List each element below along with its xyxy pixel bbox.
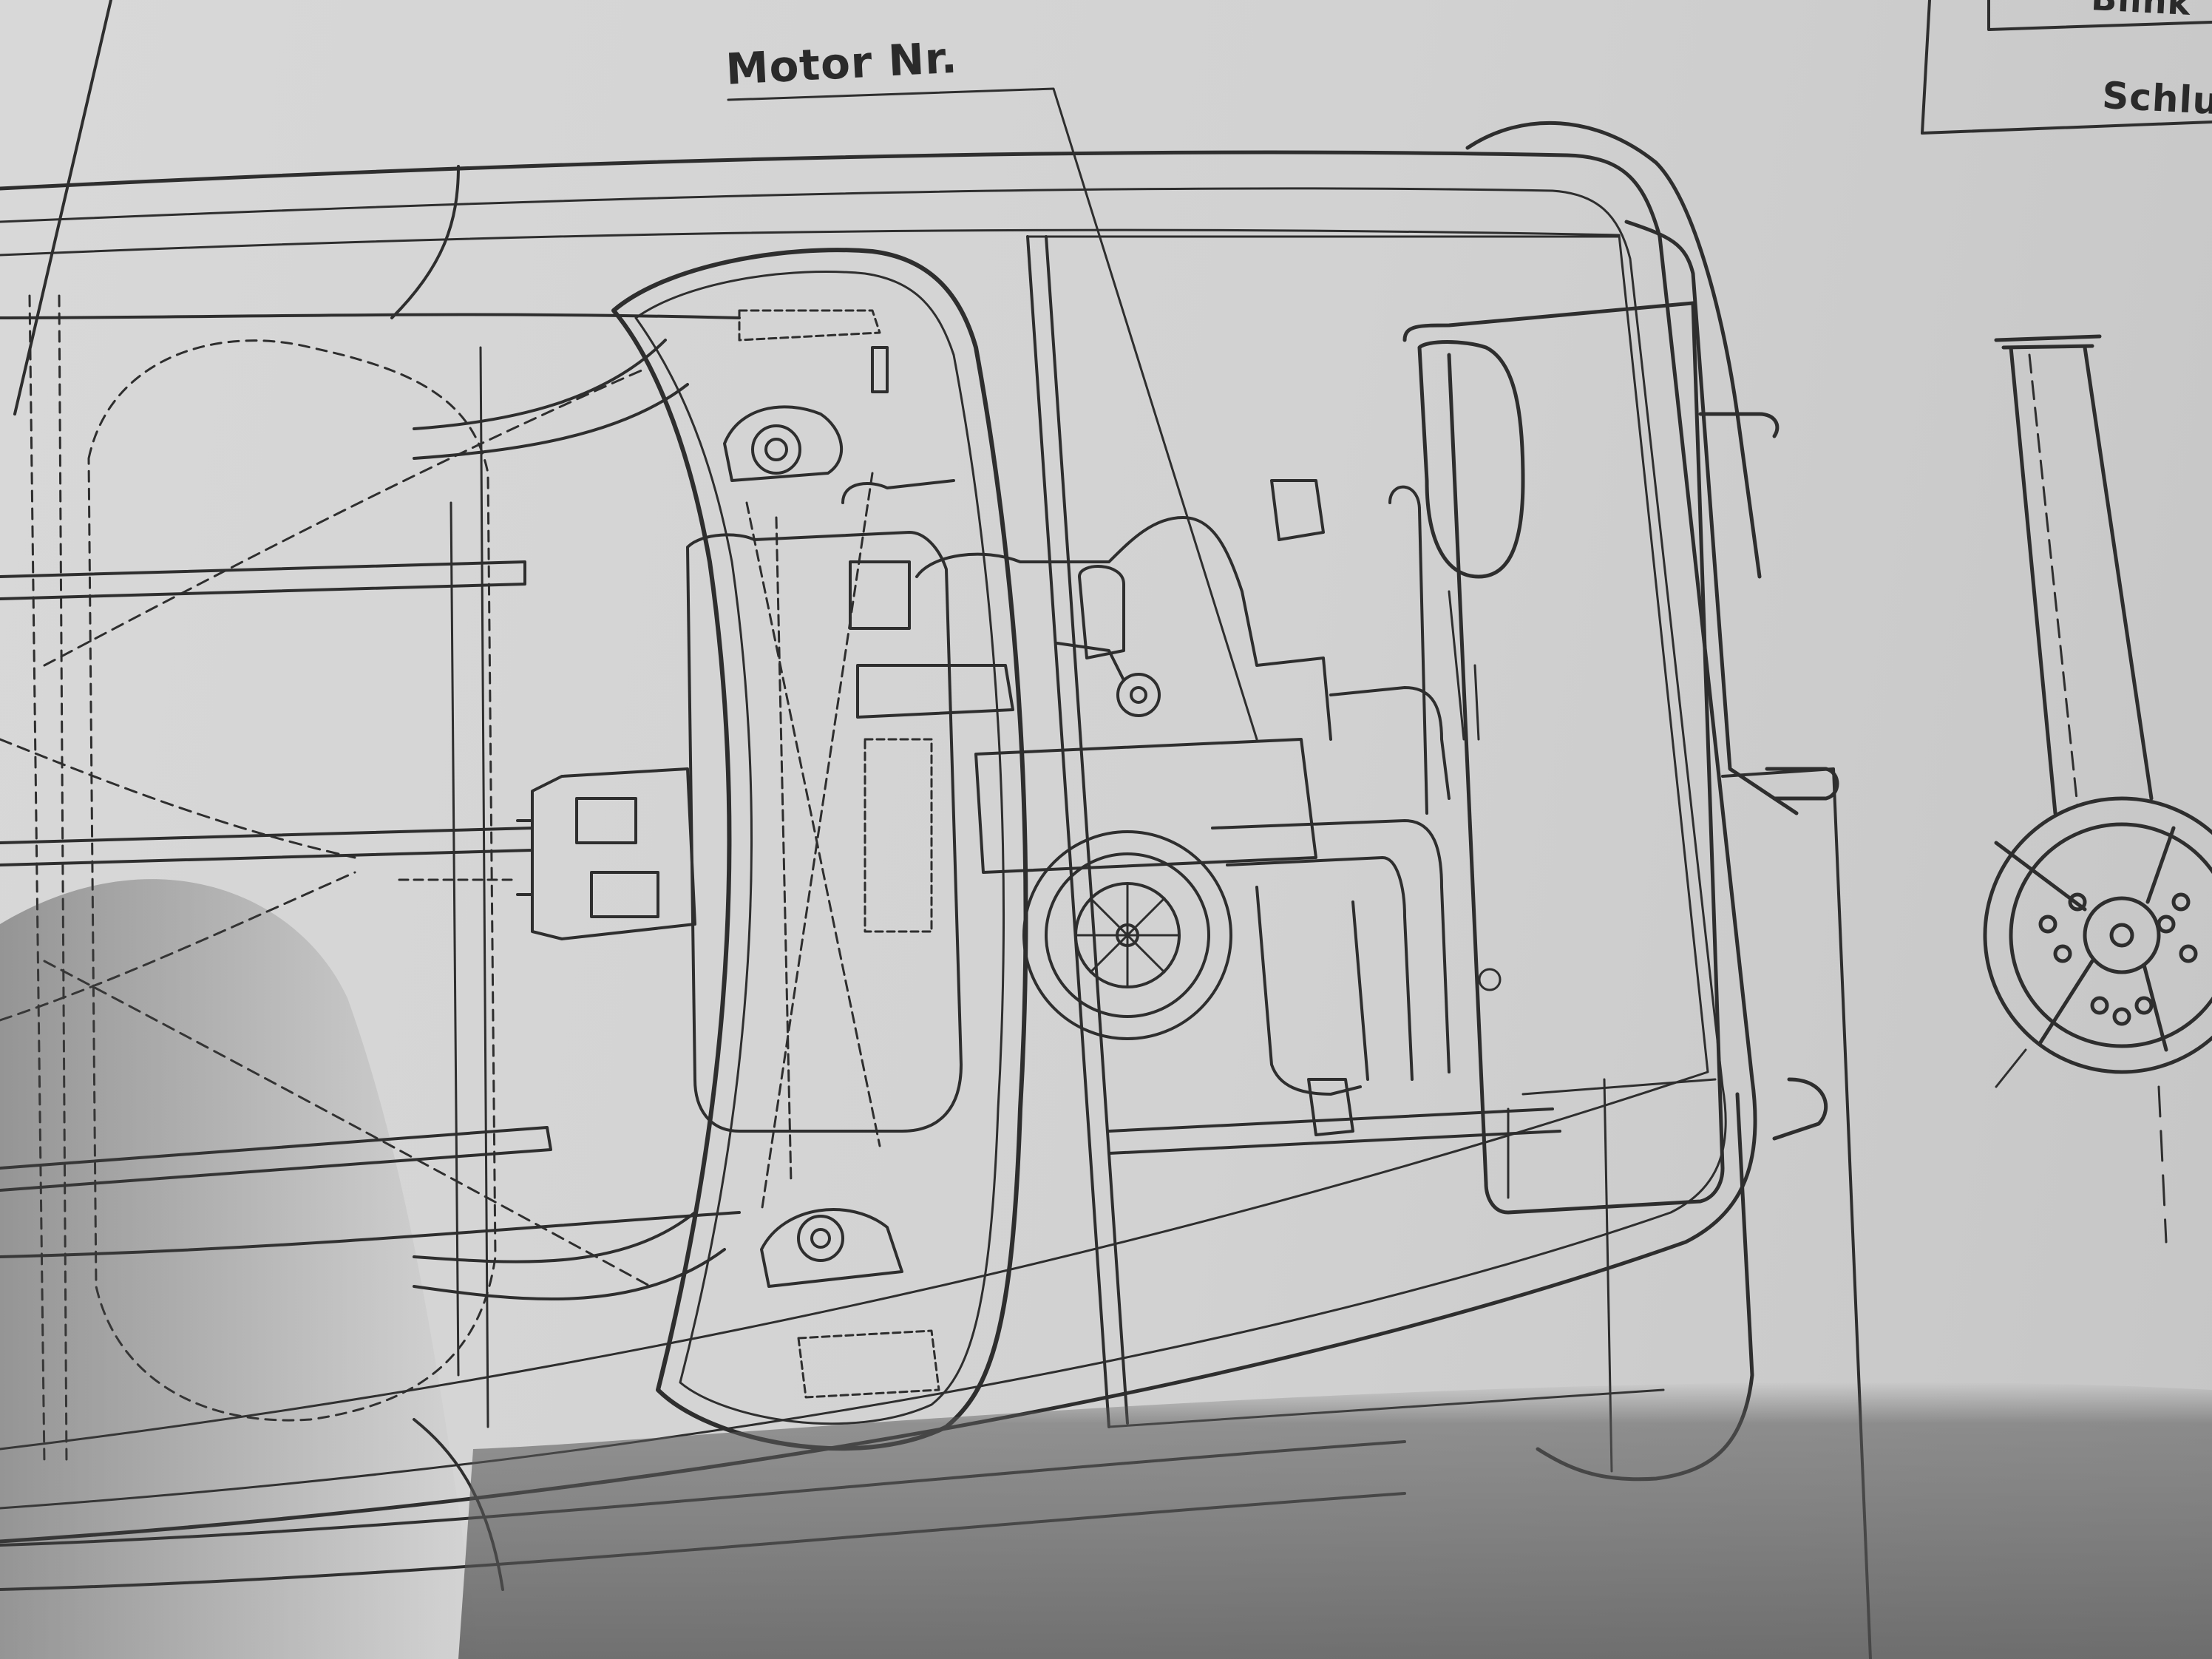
- detail-wheel-assembly: [1983, 334, 2212, 1244]
- side-sill: [0, 165, 1406, 1591]
- leader-line-top-left: [13, 0, 112, 415]
- muffler: [1402, 301, 1725, 1215]
- frame-cross-members: [0, 313, 741, 1428]
- engine-cowl: [611, 248, 1028, 1451]
- motor-number-leader-line: [727, 87, 1258, 741]
- legend-label-lower: Schlu: [2100, 74, 2212, 123]
- shock-mount-lower: [760, 1208, 940, 1399]
- air-cleaner: [1417, 340, 1525, 741]
- fan-housing: [915, 479, 1332, 874]
- frame-x-brace: [0, 368, 652, 1288]
- engine-block: [686, 531, 1014, 1133]
- legend-box-outline: [1987, 0, 2212, 31]
- shock-mount-upper: [723, 309, 889, 482]
- struts: [745, 472, 881, 1214]
- rear-bumper: [1465, 121, 1839, 1482]
- side-detail-frame: [1721, 0, 2212, 1659]
- exhaust-pipes: [841, 479, 1451, 1096]
- engine-support-lower: [1107, 1078, 1561, 1155]
- car-body-outline: [0, 150, 1757, 1544]
- engine-pulley: [1022, 830, 1232, 1040]
